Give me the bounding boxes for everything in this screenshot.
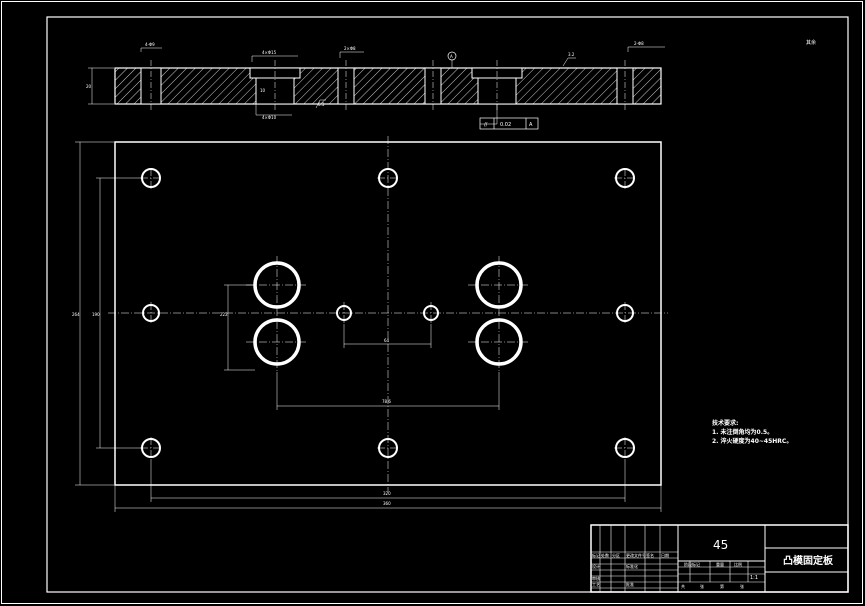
tolerance-frame bbox=[479, 117, 539, 130]
bolt-hole-bottom-right bbox=[615, 438, 635, 458]
plan-view: 264 190 78.6 64 222 320 360 bbox=[72, 136, 668, 512]
bolt-hole-top-right bbox=[615, 168, 635, 188]
dim-small-pitch: 64 bbox=[384, 338, 390, 343]
title-part-name: 凸模固定板 bbox=[783, 554, 834, 567]
title-cell-15: 共 bbox=[681, 583, 685, 589]
dim-counterbore: 4×Φ15 bbox=[262, 50, 277, 55]
tolerance-symbol: // bbox=[484, 122, 488, 128]
title-cell-10: 工艺 bbox=[592, 582, 600, 587]
tech-note-1: 1. 未注倒角均为0.5。 bbox=[712, 428, 773, 436]
dim-total-width: 360 bbox=[383, 501, 391, 506]
technical-notes: 技术要求: 1. 未注倒角均为0.5。 2. 淬火硬度为40~45HRC。 bbox=[712, 419, 792, 445]
title-cell-6: 日期 bbox=[661, 552, 669, 558]
bolt-hole-bottom-center bbox=[378, 438, 398, 458]
roughness-top: 3.2 bbox=[568, 52, 575, 57]
bolt-hole-top-center bbox=[378, 168, 398, 188]
dim-left-holes: 4-Φ9 bbox=[145, 42, 155, 47]
bolt-hole-mid-left bbox=[142, 304, 160, 322]
tech-note-2: 2. 淬火硬度为40~45HRC。 bbox=[712, 437, 792, 445]
dim-hole-width: 320 bbox=[383, 491, 391, 496]
title-cell-8: 标准化 bbox=[626, 563, 638, 569]
punch-hole-lower-right bbox=[475, 318, 523, 366]
dim-plate-height: 20 bbox=[86, 84, 92, 89]
title-cell-13: 重量 bbox=[716, 561, 724, 567]
roughness-mid: 6.3 bbox=[318, 102, 325, 107]
punch-hole-upper-right bbox=[475, 261, 523, 309]
tolerance-value: 0.02 bbox=[500, 122, 511, 128]
pin-hole-right bbox=[423, 305, 439, 321]
dim-cb-depth: 10 bbox=[260, 88, 266, 93]
tech-notes-heading: 技术要求: bbox=[712, 419, 738, 427]
title-block bbox=[590, 524, 849, 593]
title-cell-16: 张 bbox=[700, 583, 704, 589]
title-cell-5: 签名 bbox=[646, 552, 654, 558]
title-cell-9: 审核 bbox=[592, 575, 600, 581]
dim-total-height: 264 bbox=[72, 312, 80, 317]
dim-right-holes: 2-Φ8 bbox=[634, 41, 644, 46]
dim-big-pitch: 222 bbox=[220, 312, 228, 317]
dim-cb-diameter: 4×Φ10 bbox=[262, 115, 277, 120]
section-view: A // 0.02 A 4-Φ9 4×Φ15 2×Φ8 2-Φ8 20 10 4… bbox=[86, 41, 665, 130]
title-cell-3: 分区 bbox=[612, 552, 620, 558]
title-cell-18: 张 bbox=[740, 583, 744, 589]
tolerance-datum: A bbox=[529, 122, 533, 128]
dim-small-holes: 2×Φ8 bbox=[344, 46, 356, 51]
title-cell-1: 标记 bbox=[592, 552, 600, 558]
punch-hole-lower-left bbox=[253, 318, 301, 366]
title-cell-2: 处数 bbox=[601, 552, 609, 558]
title-material: 45 bbox=[713, 538, 728, 552]
title-cell-14: 比例 bbox=[734, 561, 742, 567]
corner-roughness-note: 其余 bbox=[806, 39, 816, 46]
pin-hole-left bbox=[336, 305, 352, 321]
title-scale: 1:1 bbox=[750, 575, 758, 581]
section-hatch bbox=[114, 67, 662, 105]
title-cell-4: 更改文件号 bbox=[626, 552, 646, 558]
title-cell-17: 第 bbox=[720, 583, 724, 589]
title-cell-12: 阶段标记 bbox=[684, 561, 700, 567]
dim-hole-height: 190 bbox=[92, 312, 100, 317]
dim-center-width: 78.6 bbox=[382, 399, 391, 404]
inner-frame bbox=[46, 16, 849, 593]
title-cell-11: 批准 bbox=[626, 581, 634, 587]
datum-label: A bbox=[450, 54, 453, 59]
bolt-hole-mid-right bbox=[616, 304, 634, 322]
title-cell-7: 设计 bbox=[592, 563, 600, 569]
